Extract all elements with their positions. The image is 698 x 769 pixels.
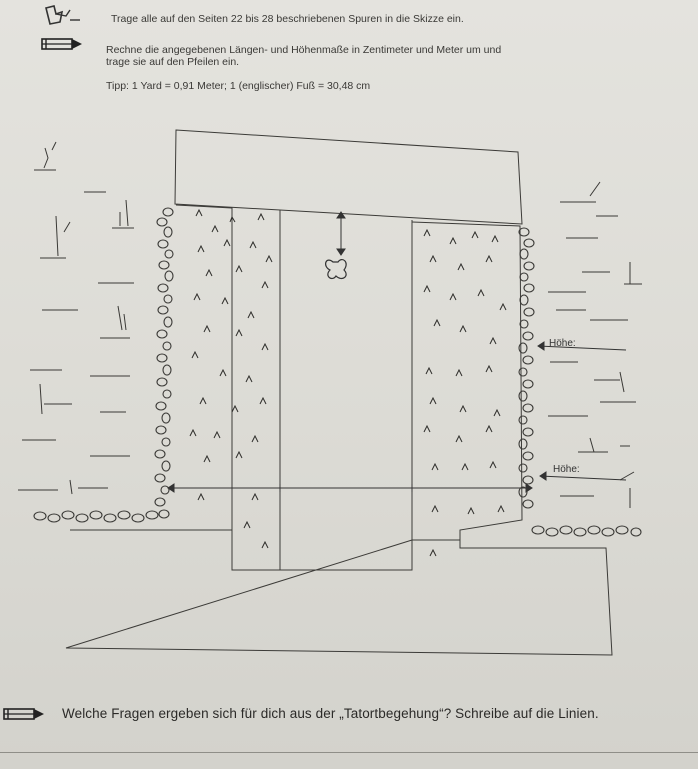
question-text: Welche Fragen ergeben sich für dich aus … [62, 706, 599, 721]
plant-tufts [189, 208, 507, 557]
top-area-outline [174, 129, 523, 225]
footprint-mark [324, 258, 347, 280]
bottom-area-outline [65, 529, 613, 656]
height-label-upper: Höhe: [549, 338, 576, 349]
central-path-outline [279, 210, 413, 571]
height-arrow-lower [539, 471, 627, 481]
instruction-line-1: Trage alle auf den Seiten 22 bis 28 besc… [111, 13, 464, 25]
horizontal-arrow [167, 483, 533, 493]
vertical-arrow [336, 211, 346, 256]
pencil-icon [3, 708, 44, 720]
answer-line[interactable] [0, 752, 698, 753]
instruction-line-2a: Rechne die angegebenen Längen- und Höhen… [106, 44, 502, 56]
outdoor-grass [18, 141, 642, 508]
height-arrow-upper [537, 341, 627, 351]
left-bed-outline [175, 204, 280, 571]
left-stone-wall [33, 207, 174, 523]
pencil-icon [41, 38, 82, 50]
instruction-tip: Tipp: 1 Yard = 0,91 Meter; 1 (englischer… [106, 80, 371, 92]
right-stone-wall [518, 227, 642, 537]
crime-scene-sketch [18, 129, 642, 656]
right-bed-outline [411, 221, 523, 541]
tracing-icon [45, 5, 80, 25]
height-label-lower: Höhe: [553, 464, 580, 475]
instruction-line-2b: trage sie auf den Pfeilen ein. [106, 56, 240, 68]
